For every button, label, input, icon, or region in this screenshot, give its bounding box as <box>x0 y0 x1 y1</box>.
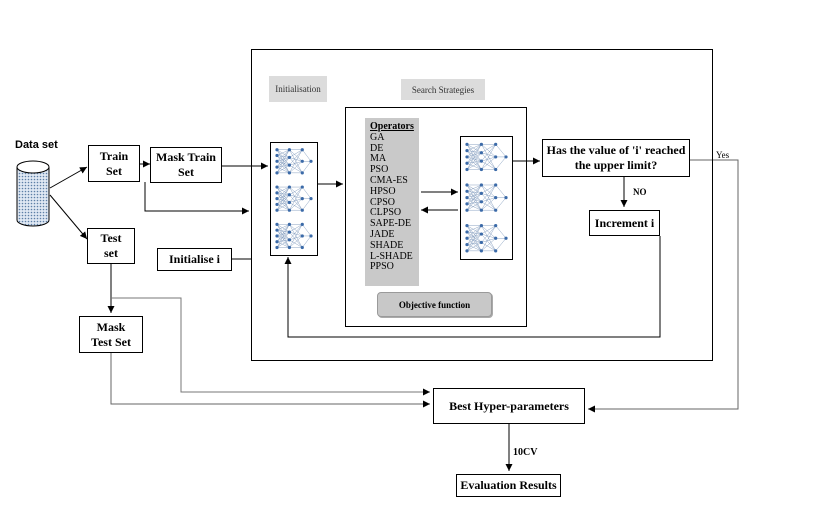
search-strategies-box <box>345 107 527 327</box>
operator-item: CLPSO <box>370 207 402 219</box>
operator-item: MA <box>370 153 387 165</box>
operators-title: Operators <box>370 121 414 132</box>
arrow-train-init <box>144 182 249 215</box>
operator-item: DE <box>370 142 384 154</box>
operator-item: CMA-ES <box>370 174 408 186</box>
operator-item: SAPE-DE <box>370 218 412 230</box>
search-container <box>251 49 713 361</box>
evaluation-results-box: Evaluation Results <box>456 474 561 497</box>
dataset-cylinder-icon <box>16 160 50 227</box>
operator-item: CPSO <box>370 196 396 208</box>
arrow-dataset-train <box>49 166 88 189</box>
no-label: NO <box>633 187 647 197</box>
network-icon <box>465 142 508 253</box>
mask-test-set-box: Mask Test Set <box>79 316 143 353</box>
objective-function-button: Objective function <box>377 292 492 317</box>
operator-item: HPSO <box>370 185 396 197</box>
initialise-i-box: Initialise i <box>157 248 232 271</box>
operator-item: SHADE <box>370 239 404 251</box>
operator-item: JADE <box>370 228 395 240</box>
best-hyper-parameters-box: Best Hyper-parameters <box>433 388 585 424</box>
search-network-panel <box>460 136 513 260</box>
search-strategies-tab: Search Strategies <box>401 79 485 100</box>
arrow-yes-best <box>588 159 739 413</box>
yes-label: Yes <box>716 150 730 160</box>
arrow-masktest-best <box>110 353 430 408</box>
decision-box: Has the value of 'i' reached the upper l… <box>542 139 690 177</box>
arrow-dataset-test <box>49 194 88 240</box>
cv-label: 10CV <box>513 447 538 458</box>
operator-item: PPSO <box>370 261 394 273</box>
initialisation-tab: Initialisation <box>269 76 327 102</box>
operator-item: GA <box>370 131 385 143</box>
mask-train-set-box: Mask Train Set <box>150 147 222 183</box>
operator-item: PSO <box>370 164 389 176</box>
increment-i-box: Increment i <box>589 210 660 236</box>
arrow-loop-back <box>284 236 661 338</box>
initialisation-network-panel <box>270 142 318 256</box>
test-set-box: Test set <box>87 228 135 264</box>
train-set-box: Train Set <box>88 145 140 182</box>
network-icon <box>275 148 313 250</box>
dataset-label: Data set <box>15 139 58 151</box>
arrow-test-best <box>111 297 430 396</box>
operator-item: L-SHADE <box>370 250 413 262</box>
